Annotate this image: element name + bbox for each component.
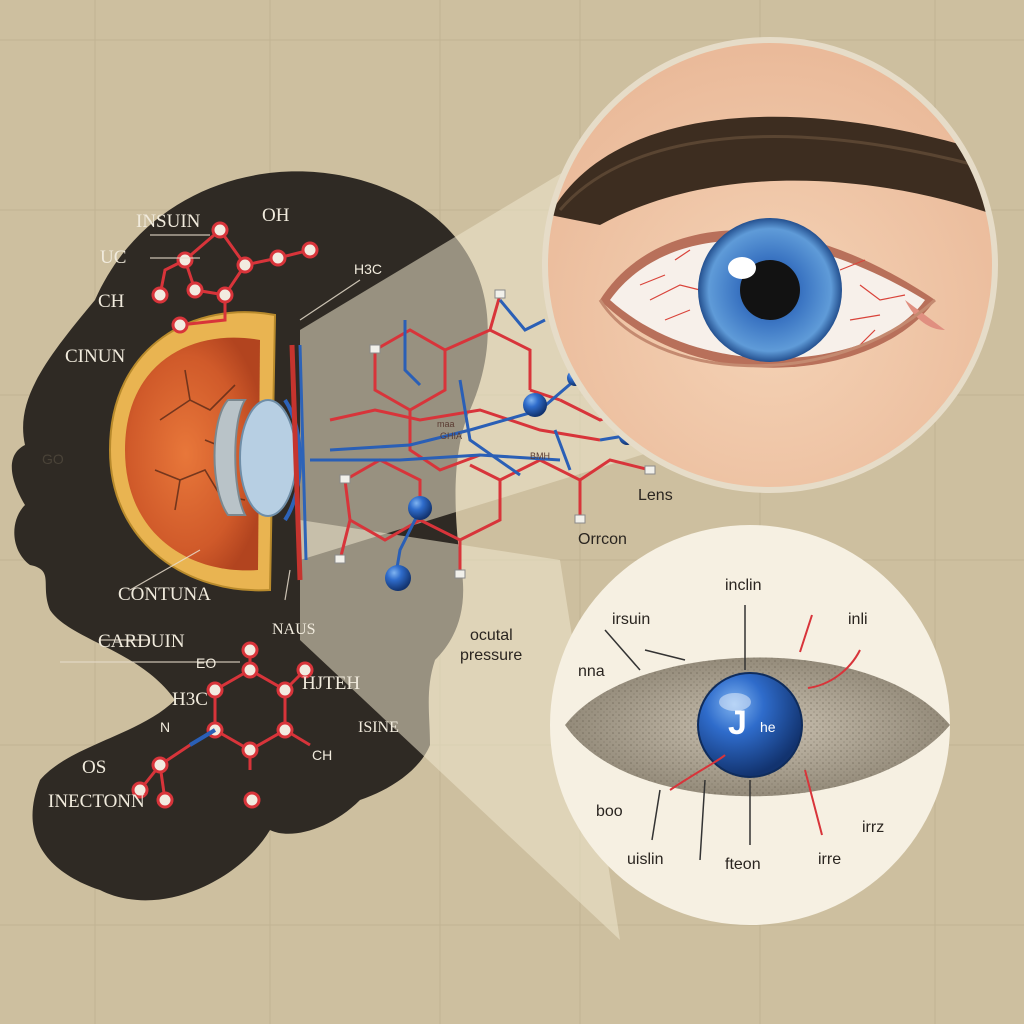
label-boo: boo	[596, 803, 623, 820]
label-h3c-small: H3C	[354, 261, 383, 277]
label-hjteh: HJTEH	[302, 673, 361, 694]
label-eo: EO	[196, 655, 217, 671]
molecule-head-top	[151, 221, 319, 334]
label-small-1: maa	[437, 419, 455, 429]
label-inectonn: INECTONN	[48, 791, 145, 812]
label-cinun: CINUN	[65, 346, 126, 367]
eyebrow	[550, 116, 995, 225]
label-irrz: irrz	[862, 819, 885, 836]
network-endcaps	[334, 289, 656, 579]
label-ch-sub: CH	[312, 747, 333, 763]
label-small-3: BMH	[530, 451, 550, 461]
label-h3c-lower: H3C	[172, 689, 208, 710]
light-beam-lower	[300, 520, 620, 940]
label-uislin: uislin	[627, 851, 664, 868]
inset-ball	[697, 672, 803, 778]
label-lens: Lens	[638, 487, 673, 504]
inset-ball-letter: J	[728, 704, 747, 742]
label-ch: CH	[98, 291, 125, 312]
label-orrcon: Orrcon	[578, 531, 627, 548]
eye-closeup-circle	[542, 37, 998, 493]
label-uc: UC	[100, 247, 127, 268]
label-oh-top: OH	[262, 205, 290, 226]
label-isine: ISINE	[358, 719, 399, 736]
label-small-2: GHIA	[440, 431, 463, 441]
label-carduin: CARDUIN	[98, 631, 185, 652]
eye-cross-section	[108, 311, 308, 592]
inset-ball-sub: he	[760, 719, 776, 735]
label-irre: irre	[818, 851, 842, 868]
label-go: GO	[42, 451, 64, 467]
label-ocular-line2: pressure	[460, 647, 523, 664]
blue-bond-head	[188, 728, 217, 747]
label-os: OS	[82, 757, 107, 778]
label-naus: NAUS	[272, 621, 316, 638]
label-irsuin: irsuin	[612, 611, 651, 628]
label-nna: nna	[578, 663, 605, 680]
label-fteon: fteon	[725, 856, 761, 873]
inset-circle	[550, 525, 950, 925]
label-ocular-line1: ocutal	[470, 627, 513, 644]
pupil	[740, 260, 800, 320]
label-inli: inli	[848, 611, 868, 628]
label-insuin-top: INSUIN	[136, 211, 201, 232]
label-contuna: CONTUNA	[118, 584, 211, 605]
label-inclin: inclin	[725, 577, 762, 594]
catchlight	[728, 257, 756, 279]
molecular-network	[310, 294, 651, 581]
label-n-sub: N	[160, 719, 171, 735]
